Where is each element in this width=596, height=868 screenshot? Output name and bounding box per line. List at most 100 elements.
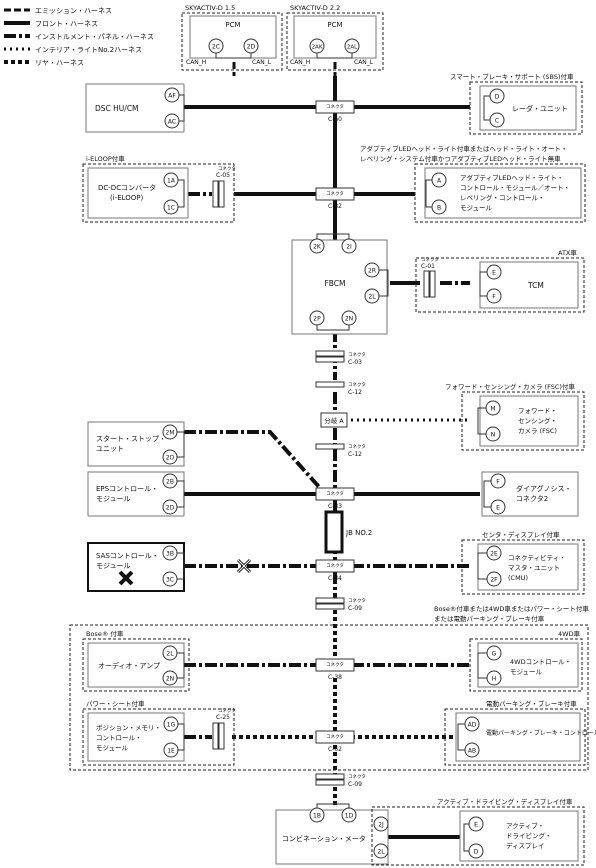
fsc-label-line1: フォワード・ [518, 407, 557, 415]
fsc-label-line3: カメラ (FSC) [518, 427, 557, 435]
adisp-pin-e-label: E [474, 822, 478, 829]
pcm22-box [293, 15, 377, 59]
sas-pin-a-label: 3B [166, 551, 174, 558]
c62-id: C-62 [328, 746, 342, 753]
connector-c38 [315, 658, 355, 672]
adisp-leads [463, 823, 469, 852]
fbcm-label: FBCM [324, 279, 345, 288]
adisp-pin-2l [373, 843, 389, 859]
epb-frame [444, 708, 586, 766]
sbs-frame [469, 81, 583, 135]
center-display-condition: センタ・ディスプレイ付車 [482, 530, 560, 539]
epb-leads [457, 723, 465, 751]
led-box [424, 167, 582, 219]
pcm22-leads [316, 53, 353, 59]
audio-amp: Bose® 付車 オーディオ・アンプ 2L 2N [82, 629, 190, 692]
connector-c32 [315, 187, 355, 201]
fbcm-module: FBCM 2K 2I 2R 2L 2P 2N [291, 233, 389, 335]
fsc-leads [477, 407, 486, 435]
epb-label: 電動パーキング・ブレーキ・コントロール・モジュール [486, 729, 596, 737]
c12a-id: C-12 [348, 389, 362, 396]
legend-label-instrument: インストルメント・パネル・ハーネス [35, 33, 154, 41]
pcm22-can-l: CAN_L [354, 59, 374, 66]
c09a-word: コネクタ [348, 597, 366, 604]
diagnosis-connector-2: ダイアグノシス・ コネクタ2 F E [481, 471, 579, 517]
eps-pin-a-label: 2B [166, 479, 174, 486]
skyactiv22-label: SKYACTIV-D 2.2 [290, 4, 340, 12]
c05-id: C-05 [216, 172, 230, 179]
tcm-module: ATX車 TCM E F コネクタ C-01 [415, 248, 585, 313]
sas-pin-b-label: 3C [166, 577, 174, 584]
pcm15-box [189, 15, 277, 59]
combi-box [275, 809, 389, 865]
dsc-pin-a-label: AF [168, 93, 176, 100]
fbcm-pin-2i-label: 2I [346, 244, 352, 251]
dlc-label-line1: ダイアグノシス・ [516, 484, 572, 493]
eloop-condition: i-ELOOP付車 [86, 154, 125, 163]
pcm15-label: PCM [225, 21, 240, 29]
ss-label-line1: スタート・ストップ・ [96, 434, 166, 443]
c12a-word: コネクタ [348, 381, 366, 388]
start-stop-unit: スタート・ストップ・ ユニット 2M 2O [87, 421, 185, 467]
radar-label: レーダ・ユニット [512, 104, 568, 113]
led-pin-a-label: A [437, 178, 442, 185]
fbcm-pin-2n-label: 2N [345, 316, 353, 323]
c34-id: C-34 [328, 575, 342, 582]
cmu-pin-b-label: 2F [490, 577, 498, 584]
sas-leads [177, 552, 185, 580]
connector-c33 [315, 487, 355, 501]
epb-condition: 電動パーキング・ブレーキ付車 [486, 699, 577, 708]
skyactiv15-frame [181, 12, 283, 71]
dcdc-pin-a-label: 1A [167, 178, 176, 185]
pcm15-can-l: CAN_L [252, 59, 272, 66]
c25-word: コネクタ [218, 707, 236, 714]
legend-label-front: フロント・ハーネス [35, 20, 98, 28]
atx-condition: ATX車 [558, 248, 577, 257]
epb-module: 電動パーキング・ブレーキ付車 電動パーキング・ブレーキ・コントロール・モジュール… [444, 699, 596, 766]
c12b-word: コネクタ [348, 443, 366, 450]
pcm22-pin-a-label: 2AK [312, 45, 323, 51]
awd-condition: 4WD車 [558, 629, 581, 638]
c03-word: コネクタ [348, 351, 366, 358]
eps-label-line1: EPSコントロール・ [96, 485, 158, 493]
dlc-pin-b-label: E [496, 505, 500, 512]
fbcm-pin-2k-label: 2K [313, 244, 322, 251]
audio-pin-a-label: 2L [166, 651, 174, 658]
led-pin-b-label: B [437, 205, 441, 212]
cmu-frame [461, 539, 585, 595]
atx-frame [415, 257, 585, 313]
eps-pin-b-label: 2D [166, 505, 175, 512]
awd-frame [469, 638, 583, 692]
fbcm-pin-2p-label: 2P [313, 316, 321, 323]
rear-frame [69, 624, 589, 771]
pcm22-can-h: CAN_H [290, 59, 310, 66]
c34-word: コネクタ [326, 562, 344, 569]
dlc-pin-a-label: F [496, 479, 500, 486]
connector-c03-top [315, 350, 345, 357]
connector-c01-right [429, 270, 436, 298]
adisp-condition: アクティブ・ドライビング・ディスプレイ付車 [437, 797, 573, 806]
awd-pin-b-label: H [492, 676, 497, 683]
dlc-leads [483, 480, 491, 508]
active-driving-display: アクティブ・ドライビング・ディスプレイ付車 2J 2L アクティブ・ ドライビン… [371, 797, 585, 866]
fbcm-leads [316, 233, 389, 331]
fsc-label-line2: センシング・ [518, 416, 557, 425]
combination-meter: コンビネーション・メータ 1B 1D [275, 803, 389, 865]
open-circuit-cross-inner [237, 559, 251, 573]
led-headlight-module: アダプティブLEDヘッド・ライト付車またはヘッド・ライト・オート・ レベリング・… [360, 144, 586, 223]
skyactiv22-frame [286, 12, 384, 71]
pcm22-label: PCM [327, 21, 342, 29]
fsc-condition: フォワード・センシング・カメラ (FSC)付車 [445, 382, 575, 391]
c01-id: C-01 [421, 263, 435, 270]
combi-label: コンビネーション・メータ [282, 834, 366, 843]
bose-condition: Bose® 付車 [86, 629, 124, 638]
combi-pin-a-label: 1B [313, 813, 321, 820]
rear-condition-line1: Bose®付車または4WD車またはパワー・シート付車 [434, 604, 589, 613]
awd-leads [477, 652, 487, 679]
sas-label-line1: SASコントロール・ [96, 552, 159, 560]
skyactiv15-label: SKYACTIV-D 1.5 [185, 4, 235, 12]
fbcm-box [291, 239, 388, 335]
sas-module: SASコントロール・ モジュール 3B 3C [87, 542, 252, 592]
dsc-module: DSC HU/CM AF AC [85, 83, 185, 133]
